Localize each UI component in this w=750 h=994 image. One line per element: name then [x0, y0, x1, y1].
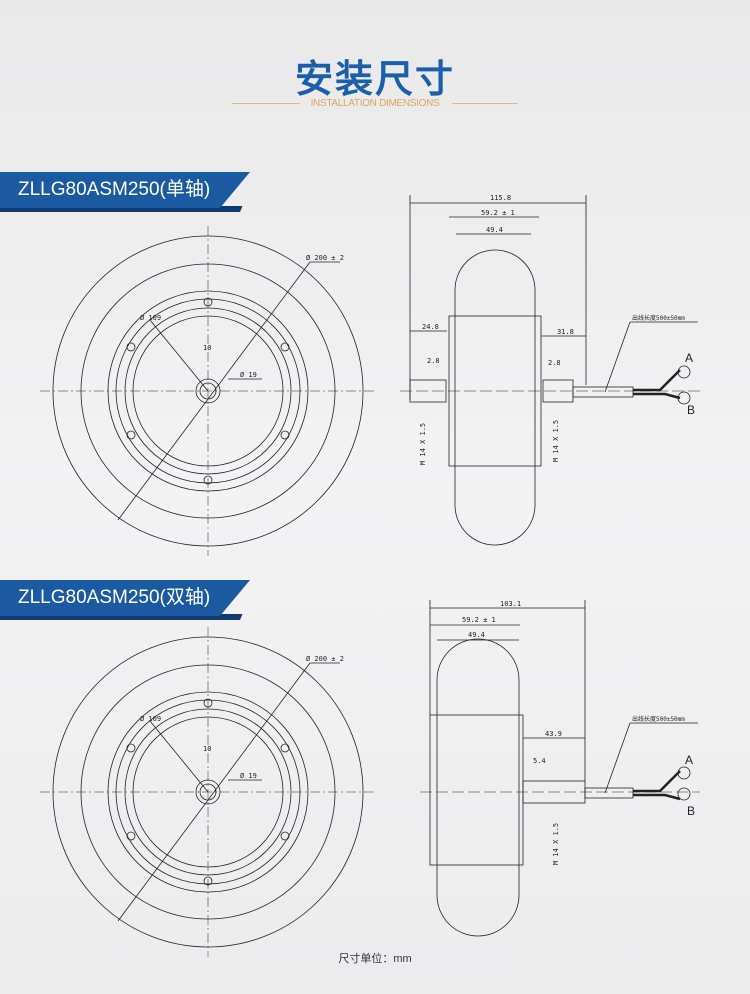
dim-inner-diameter: Ø 109	[140, 715, 161, 723]
connector-b-label: B	[687, 403, 695, 417]
dim-gap-left: 2.8	[427, 357, 440, 365]
front-view-2: Ø 200 ± 2 Ø 109 10 Ø 19	[40, 627, 376, 957]
dim-inner-diameter: Ø 109	[140, 314, 161, 322]
bolt-holes	[126, 297, 290, 485]
dim-gap-right: 5.4	[533, 757, 546, 765]
model-banner-single-axle: ZLLG80ASM250(单轴)	[0, 172, 250, 208]
banner-shadow	[0, 614, 243, 620]
dim-gap-right: 2.8	[548, 359, 561, 367]
banner-shadow	[0, 206, 243, 212]
dim-total-width: 115.8	[490, 194, 511, 202]
connector-a-label: A	[685, 753, 693, 767]
dim-shaft-diameter: Ø 19	[240, 772, 257, 780]
dim-thread-left: M 14 X 1.5	[419, 423, 427, 465]
page-title: 安装尺寸	[294, 57, 455, 101]
dim-tire-width: 49.4	[468, 631, 485, 639]
dim-outer-diameter: Ø 200 ± 2	[306, 655, 344, 663]
dim-shaft-diameter: Ø 19	[240, 371, 257, 379]
connector-b-label: B	[687, 804, 695, 818]
connector-a-label: A	[685, 351, 693, 365]
dim-tire-width: 49.4	[486, 226, 503, 234]
dim-right-axle: 43.9	[545, 730, 562, 738]
unit-note: 尺寸单位：mm	[338, 953, 412, 965]
side-view-1: 115.8 59.2 ± 1 49.4 24.8 31.8 2.8 2.8 M …	[400, 194, 700, 546]
side-view-2: 103.1 59.2 ± 1 49.4 43.9 5.4 M 14 X 1.5 …	[420, 600, 700, 937]
cable-length-note: 出线长度500±50mm	[632, 314, 685, 322]
dim-right-axle: 31.8	[557, 328, 574, 336]
cable-length-note: 出线长度500±50mm	[632, 715, 685, 723]
dim-thread-right: M 14 X 1.5	[552, 420, 560, 462]
dim-outer-diameter: Ø 200 ± 2	[306, 254, 344, 262]
dim-left-axle: 24.8	[422, 323, 439, 331]
dim-total-width: 103.1	[500, 600, 521, 608]
dim-width-tolerance: 59.2 ± 1	[481, 209, 515, 217]
page-subtitle: INSTALLATION DIMENSIONS	[310, 98, 440, 109]
dim-thread-right: M 14 X 1.5	[552, 823, 560, 865]
divider-left	[232, 103, 300, 104]
dim-width-tolerance: 59.2 ± 1	[462, 616, 496, 624]
dim-key: 10	[203, 344, 211, 352]
divider-right	[452, 103, 518, 104]
dim-key: 10	[203, 745, 211, 753]
model-banner-double-axle: ZLLG80ASM250(双轴)	[0, 580, 250, 616]
front-view-1: Ø 200 ± 2 Ø 109 10 Ø 19	[40, 226, 376, 556]
